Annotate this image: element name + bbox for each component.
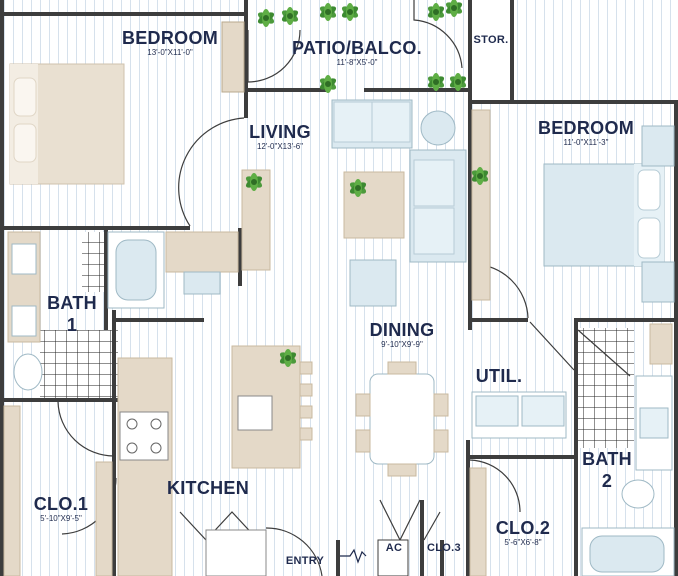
washer <box>475 395 519 427</box>
bath1-num: 1 <box>66 315 78 335</box>
bath1-label: BATH 1 <box>44 292 100 336</box>
bedroom2-label: BEDROOM 11'-0"X11'-3" <box>536 118 636 148</box>
armchair <box>349 259 397 307</box>
bedroom2-dims: 11'-0"X11'-3" <box>563 138 609 147</box>
desk <box>165 231 239 273</box>
dining-label: DINING 9'-10"X9'-9" <box>360 320 444 350</box>
ac-label: AC <box>380 542 408 555</box>
storage-label: STOR. <box>472 34 510 47</box>
storage-closet <box>472 0 510 100</box>
bedroom1-name: BEDROOM <box>121 28 219 48</box>
kitchen-label: KITCHEN <box>164 478 252 498</box>
entry-arrow-icon <box>340 548 367 564</box>
ac-unit <box>377 539 409 576</box>
closet-1-shelf-left <box>3 405 21 576</box>
dining-table <box>369 373 435 465</box>
dresser-1 <box>221 21 245 93</box>
bedroom1-dims: 13'-0"X11'-0" <box>147 48 193 57</box>
desk-chair <box>183 271 221 295</box>
dresser-2 <box>471 109 491 301</box>
stove <box>119 411 169 461</box>
dining-name: DINING <box>369 320 435 340</box>
closet-2-shelf <box>469 467 487 576</box>
bath1-name: BATH <box>47 293 97 313</box>
sink-2 <box>639 407 669 439</box>
patio-dims: 11'-8"X5'-0" <box>336 58 378 67</box>
entry-label: ENTRY <box>282 555 328 568</box>
ac-name: AC <box>385 542 403 554</box>
closet1-label: CLO.1 5'-10"X9'-5" <box>26 494 96 524</box>
bathtub-1-basin <box>115 239 157 301</box>
sink-1a <box>11 243 37 275</box>
bath1-upper-tile <box>82 232 108 292</box>
entry-name: ENTRY <box>285 555 325 567</box>
linen-cabinet <box>649 323 673 365</box>
bath1-floor-tile <box>40 330 118 402</box>
side-table <box>420 110 456 146</box>
fridge <box>205 529 267 576</box>
closet1-dims: 5'-10"X9'-5" <box>40 514 82 523</box>
bath2-name: BATH <box>582 449 632 469</box>
closet1-name: CLO.1 <box>33 494 89 514</box>
utility-name: UTIL. <box>475 366 523 386</box>
nightstand-2a <box>641 125 675 167</box>
kitchen-counter <box>117 357 173 576</box>
dryer <box>521 395 565 427</box>
dining-dims: 9'-10"X9'-9" <box>381 340 423 349</box>
living-name: LIVING <box>249 122 311 142</box>
bar-stools <box>299 361 313 441</box>
island-sink <box>237 395 273 431</box>
bed-2 <box>543 163 665 267</box>
patio-label: PATIO/BALCO. 11'-8"X5'-0" <box>292 38 422 68</box>
closet-1-shelf-right <box>95 461 113 576</box>
dining-chairs <box>355 361 449 477</box>
bath2-num: 2 <box>601 471 613 491</box>
living-label: LIVING 12'-0"X13'-6" <box>240 122 320 152</box>
kitchen-name: KITCHEN <box>166 478 250 498</box>
toilet-2 <box>621 479 655 509</box>
closet3-label: CLO.3 <box>424 542 464 555</box>
storage-name: STOR. <box>473 34 509 46</box>
sofa <box>409 149 467 263</box>
closet2-label: CLO.2 5'-6"X6'-8" <box>490 518 556 548</box>
bath2-floor-tile <box>574 328 634 448</box>
patio-name: PATIO/BALCO. <box>292 38 422 58</box>
closet3-name: CLO.3 <box>427 542 461 554</box>
nightstand-2b <box>641 261 675 303</box>
sink-1b <box>11 305 37 337</box>
bedroom2-name: BEDROOM <box>537 118 635 138</box>
utility-label: UTIL. <box>474 366 524 386</box>
bedroom1-label: BEDROOM 13'-0"X11'-0" <box>120 28 220 58</box>
loveseat <box>331 99 413 149</box>
bed-1 <box>9 63 125 185</box>
living-dims: 12'-0"X13'-6" <box>256 142 304 151</box>
closet2-dims: 5'-6"X6'-8" <box>504 538 542 547</box>
toilet-1 <box>13 353 43 391</box>
bath2-label: BATH 2 <box>580 448 634 492</box>
coffee-table <box>343 171 405 239</box>
stove-burners <box>126 418 162 454</box>
closet2-name: CLO.2 <box>495 518 551 538</box>
bathtub-2-basin <box>589 535 665 573</box>
